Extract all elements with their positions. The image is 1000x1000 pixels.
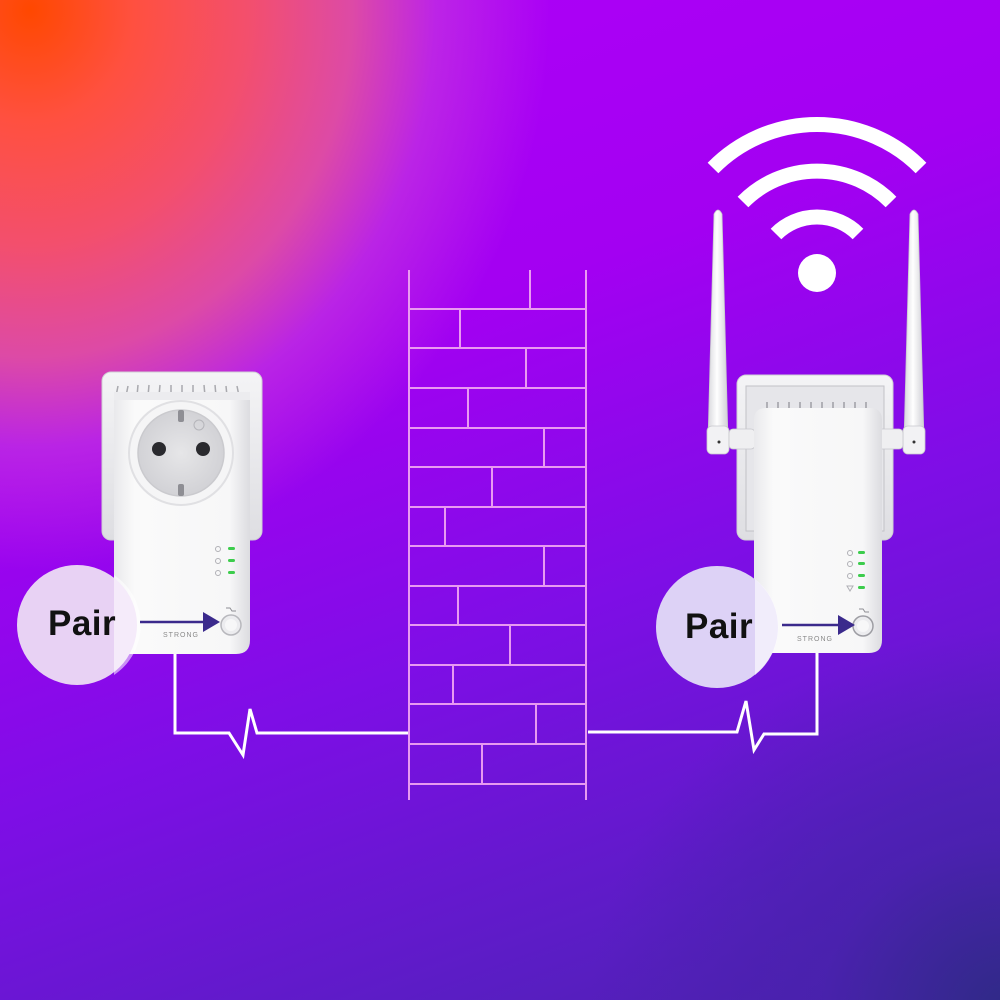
status-leds <box>215 546 235 576</box>
pair-label-left: Pair <box>48 604 117 643</box>
powerline-wire-right <box>588 650 819 755</box>
pair-callout-right <box>656 566 779 688</box>
right-wifi-powerline-adapter <box>706 209 926 653</box>
status-leds <box>846 550 865 592</box>
pair-callout-left <box>17 565 141 685</box>
power-socket <box>128 400 234 506</box>
powerline-wire-left <box>173 648 408 760</box>
brand-logo-left: STRONG <box>163 632 199 639</box>
pair-label-right: Pair <box>685 607 754 646</box>
wifi-icon <box>707 117 927 292</box>
arrow-to-pair-button-right <box>782 615 855 635</box>
brand-logo-right: STRONG <box>797 636 833 643</box>
antenna-right <box>902 209 926 455</box>
pair-button-left[interactable] <box>220 607 242 636</box>
antenna-left <box>706 209 730 455</box>
arrow-to-pair-button-left <box>140 612 220 632</box>
brick-wall-icon <box>408 270 587 800</box>
left-powerline-adapter <box>101 371 263 654</box>
